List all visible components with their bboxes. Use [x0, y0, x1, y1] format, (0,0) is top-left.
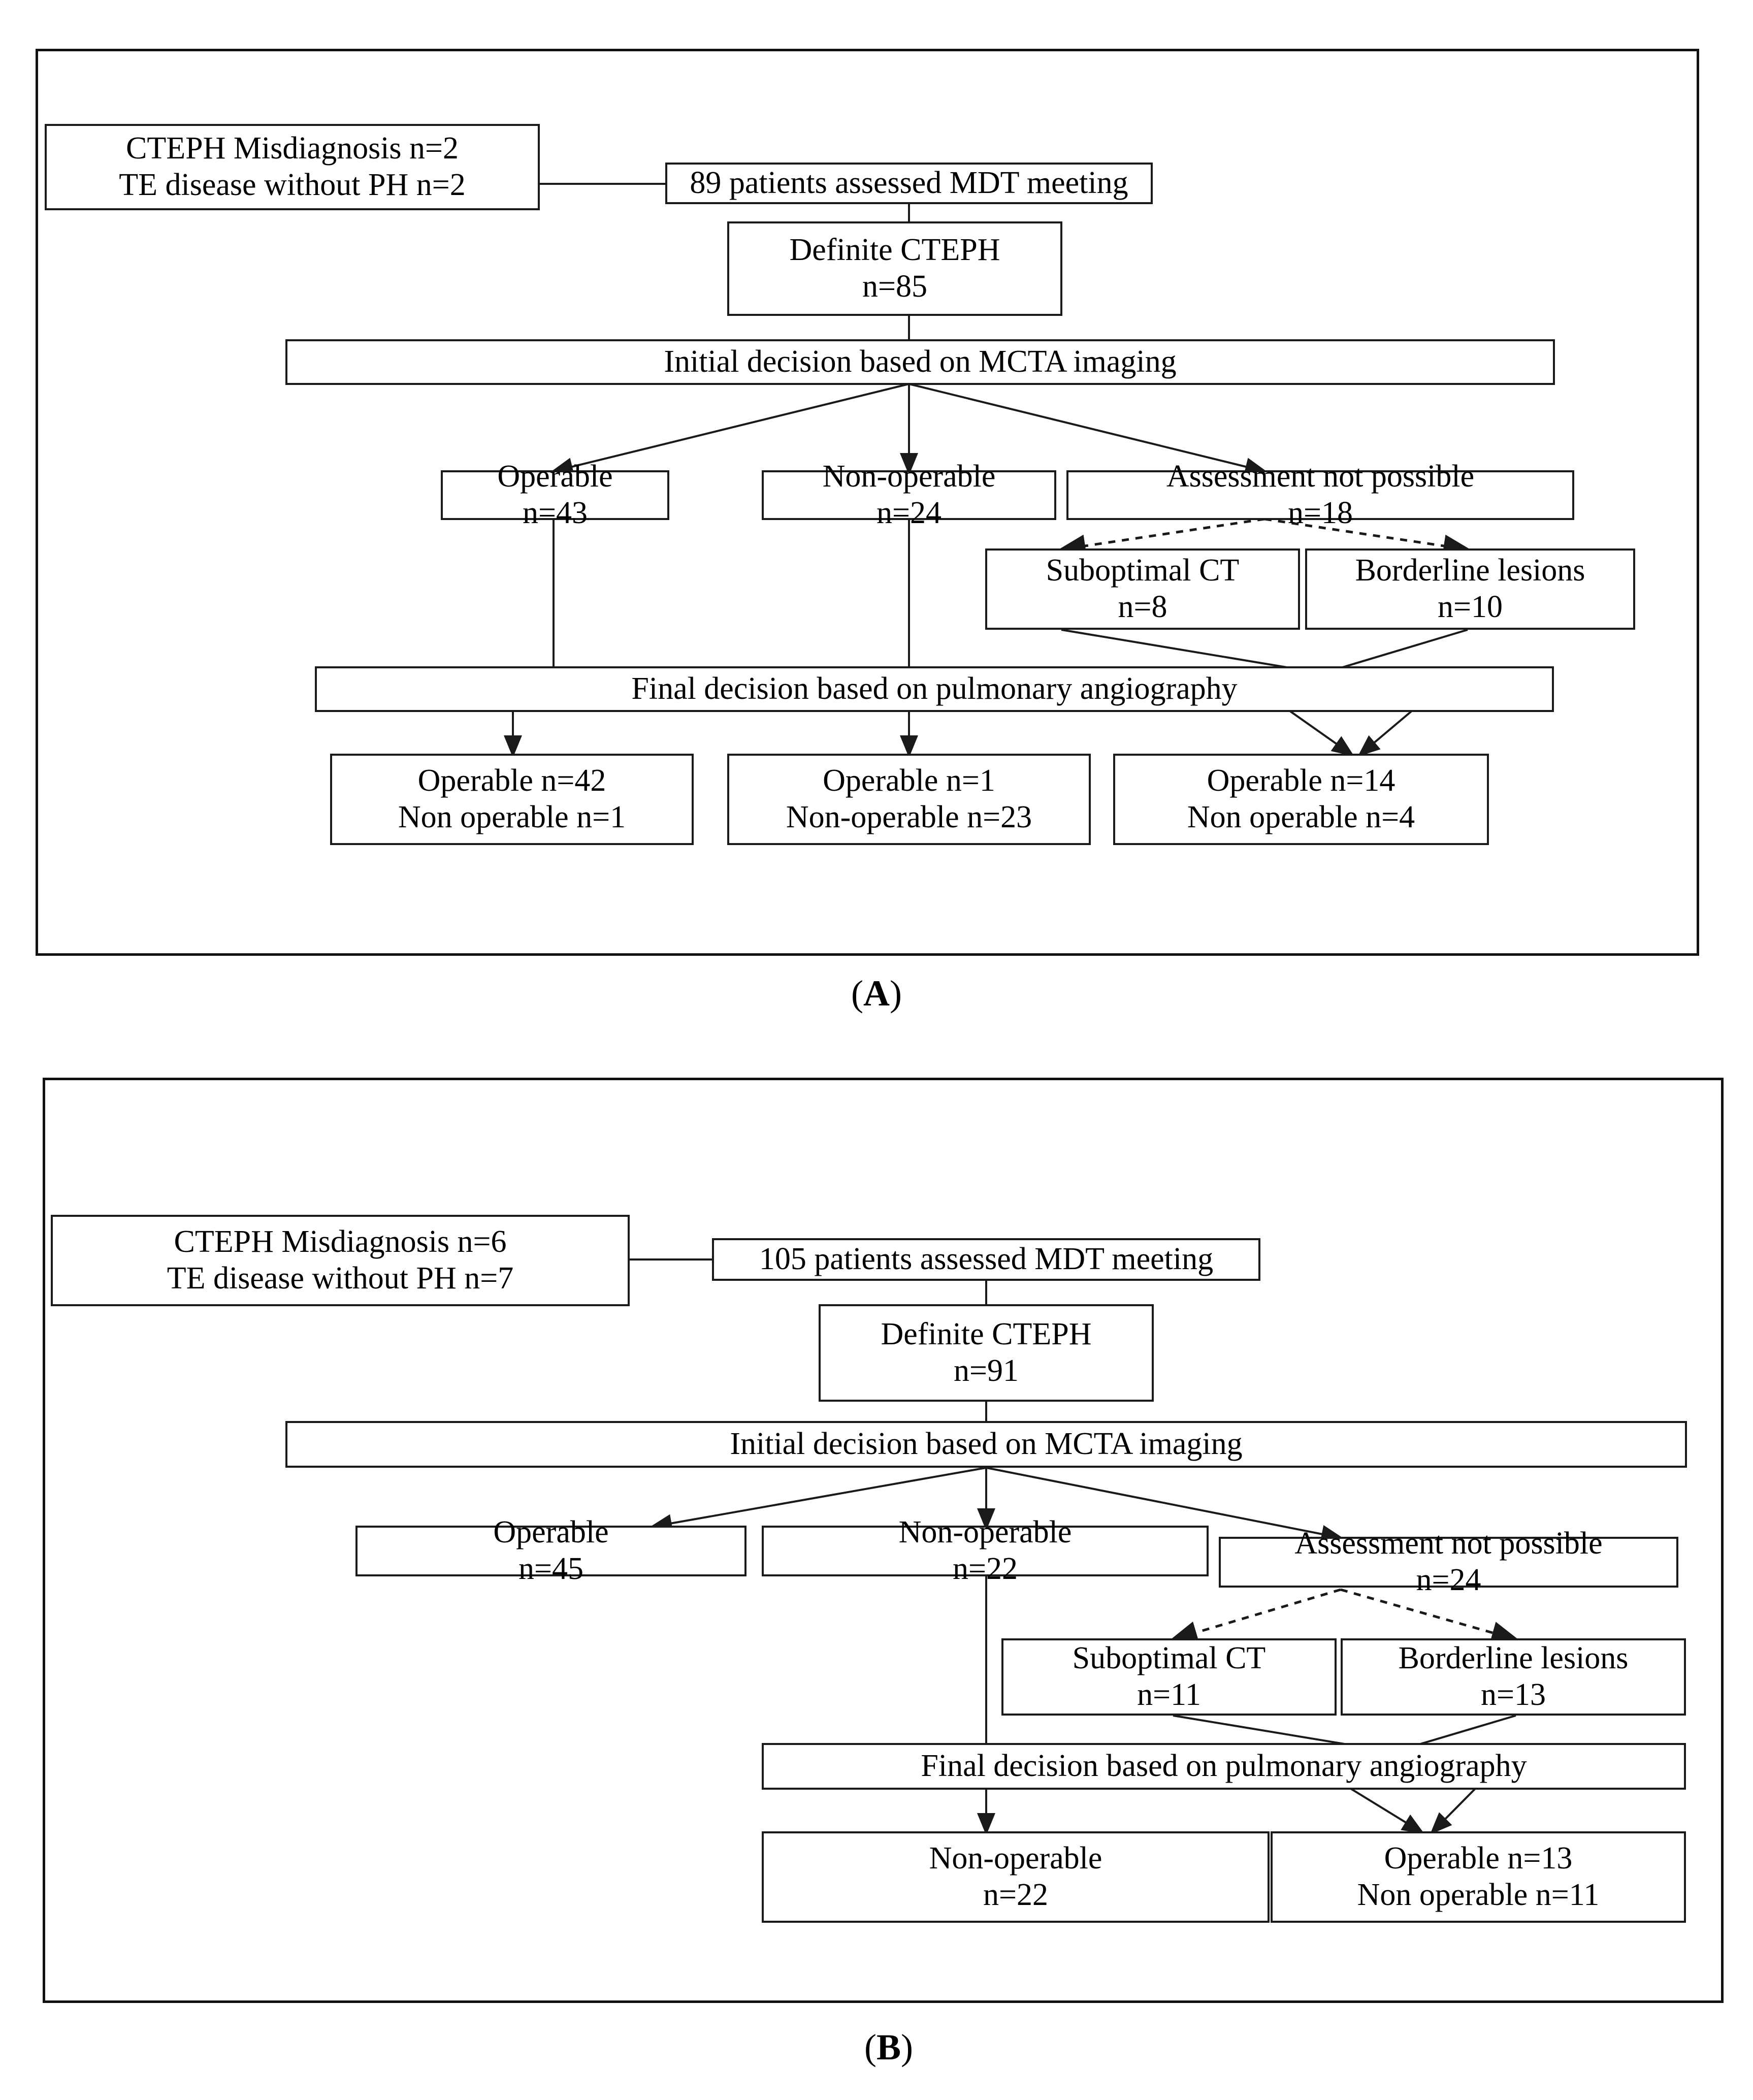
node-line: Suboptimal CT: [1072, 1641, 1266, 1676]
panel-b-assessed-box: 105 patients assessed MDT meeting: [712, 1238, 1260, 1281]
node-line: Operable: [493, 1515, 609, 1550]
node-line: Borderline lesions: [1355, 553, 1585, 588]
node-line: Non-operable: [929, 1841, 1102, 1876]
panel-a-assessed-box: 89 patients assessed MDT meeting: [665, 163, 1153, 204]
panel-b-definite-cteph-box: Definite CTEPH n=91: [819, 1304, 1154, 1402]
node-line: CTEPH Misdiagnosis n=6: [174, 1224, 507, 1259]
node-line: n=11: [1137, 1677, 1201, 1712]
node-line: Suboptimal CT: [1046, 553, 1240, 588]
node-line: TE disease without PH n=7: [167, 1261, 514, 1296]
panel-a-suboptimal-ct-box: Suboptimal CT n=8: [985, 548, 1300, 630]
panel-a-excluded-box: CTEPH Misdiagnosis n=2 TE disease withou…: [45, 124, 540, 210]
panel-a-definite-cteph-box: Definite CTEPH n=85: [727, 221, 1062, 316]
panel-b-outcome-box-2: Operable n=13 Non operable n=11: [1271, 1831, 1686, 1923]
panel-a-label: (A): [795, 973, 958, 1015]
panel-b-label-text: (B): [864, 2027, 913, 2067]
node-line: n=24: [1416, 1563, 1481, 1597]
panel-a-label-text: (A): [851, 973, 902, 1014]
node-line: Non-operable: [898, 1515, 1072, 1550]
node-line: n=10: [1438, 590, 1503, 624]
panel-a-operable-box: Operable n=43: [441, 459, 669, 530]
panel-a-assessment-not-possible-box: Assessment not possible n=18: [1066, 459, 1574, 530]
node-line: 105 patients assessed MDT meeting: [759, 1242, 1214, 1277]
panel-b-non-operable-box: Non-operable n=22: [762, 1515, 1209, 1586]
panel-a-outcome-box-1: Operable n=42 Non operable n=1: [330, 754, 694, 845]
panel-a-non-operable-box: Non-operable n=24: [762, 459, 1056, 530]
node-line: Assessment not possible: [1294, 1526, 1603, 1561]
node-line: Non-operable: [822, 459, 996, 494]
panel-b-operable-box: Operable n=45: [355, 1515, 746, 1586]
node-line: TE disease without PH n=2: [119, 168, 466, 202]
node-line: 89 patients assessed MDT meeting: [690, 166, 1128, 201]
node-line: n=22: [983, 1878, 1048, 1912]
node-line: Non operable n=11: [1357, 1878, 1600, 1912]
node-line: Non operable n=1: [398, 800, 626, 834]
node-line: n=91: [954, 1353, 1019, 1388]
node-line: n=18: [1288, 496, 1353, 530]
node-line: Operable n=1: [823, 763, 995, 798]
node-line: Borderline lesions: [1398, 1641, 1629, 1676]
node-line: Operable: [497, 459, 613, 494]
panel-b-suboptimal-ct-box: Suboptimal CT n=11: [1001, 1638, 1337, 1716]
panel-a-initial-decision-box: Initial decision based on MCTA imaging: [285, 339, 1555, 385]
node-line: n=22: [953, 1552, 1018, 1586]
node-line: Final decision based on pulmonary angiog…: [921, 1749, 1527, 1784]
node-line: Non-operable n=23: [786, 800, 1032, 834]
panel-b-final-decision-box: Final decision based on pulmonary angiog…: [762, 1743, 1686, 1790]
node-line: Non operable n=4: [1187, 800, 1415, 834]
panel-a-final-decision-box: Final decision based on pulmonary angiog…: [315, 666, 1554, 712]
panel-b-borderline-lesions-box: Borderline lesions n=13: [1341, 1638, 1686, 1716]
node-line: Definite CTEPH: [881, 1317, 1092, 1352]
node-line: CTEPH Misdiagnosis n=2: [125, 131, 459, 166]
panel-b-assessment-not-possible-box: Assessment not possible n=24: [1219, 1526, 1678, 1597]
node-line: Operable n=14: [1207, 763, 1395, 798]
panel-a-borderline-lesions-box: Borderline lesions n=10: [1305, 548, 1635, 630]
node-line: n=8: [1118, 590, 1167, 624]
node-line: Assessment not possible: [1166, 459, 1475, 494]
node-line: n=85: [862, 269, 927, 304]
panel-b-initial-decision-box: Initial decision based on MCTA imaging: [285, 1421, 1687, 1468]
node-line: Initial decision based on MCTA imaging: [730, 1427, 1243, 1462]
node-line: Operable n=42: [417, 763, 606, 798]
node-line: Initial decision based on MCTA imaging: [664, 344, 1177, 379]
node-line: Final decision based on pulmonary angiog…: [631, 671, 1238, 706]
panel-a-outcome-box-2: Operable n=1 Non-operable n=23: [727, 754, 1091, 845]
node-line: n=13: [1481, 1677, 1546, 1712]
node-line: Definite CTEPH: [789, 233, 1000, 268]
node-line: Operable n=13: [1384, 1841, 1573, 1876]
panel-a-outcome-box-3: Operable n=14 Non operable n=4: [1113, 754, 1489, 845]
node-line: n=45: [518, 1552, 583, 1586]
panel-b-label: (B): [807, 2026, 970, 2069]
node-line: n=24: [876, 496, 942, 530]
panel-b-outcome-box-1: Non-operable n=22: [762, 1831, 1270, 1923]
node-line: n=43: [523, 496, 588, 530]
panel-b-excluded-box: CTEPH Misdiagnosis n=6 TE disease withou…: [51, 1215, 630, 1306]
